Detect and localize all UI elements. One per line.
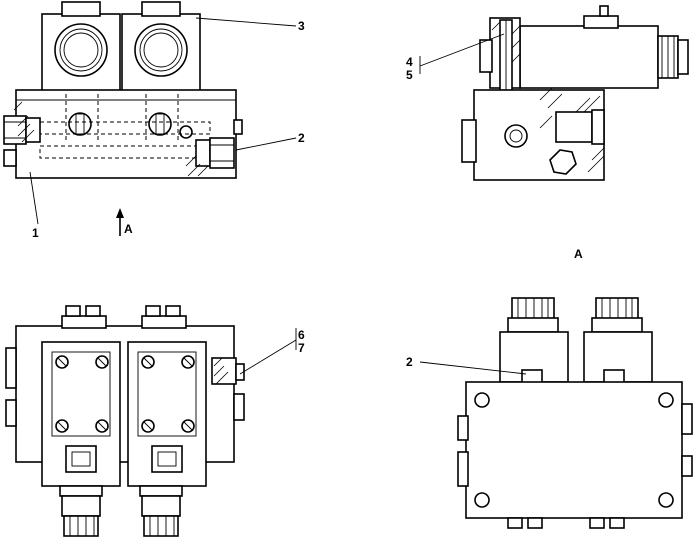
callout-7: 7 bbox=[298, 341, 305, 355]
callout-2-rear: 2 bbox=[406, 355, 413, 369]
callout-1: 1 bbox=[32, 226, 39, 240]
rear-view bbox=[457, 297, 693, 529]
side-section-view bbox=[461, 5, 689, 181]
view-a-title: A bbox=[574, 247, 583, 261]
callout-3: 3 bbox=[298, 19, 305, 33]
view-arrow-label: A bbox=[124, 222, 133, 236]
top-view bbox=[5, 305, 245, 537]
leader-lines bbox=[29, 17, 527, 375]
callout-6: 6 bbox=[298, 328, 305, 342]
callout-5: 5 bbox=[406, 68, 413, 82]
front-section-view bbox=[3, 1, 243, 236]
callout-2: 2 bbox=[298, 131, 305, 145]
callout-4: 4 bbox=[406, 55, 413, 69]
